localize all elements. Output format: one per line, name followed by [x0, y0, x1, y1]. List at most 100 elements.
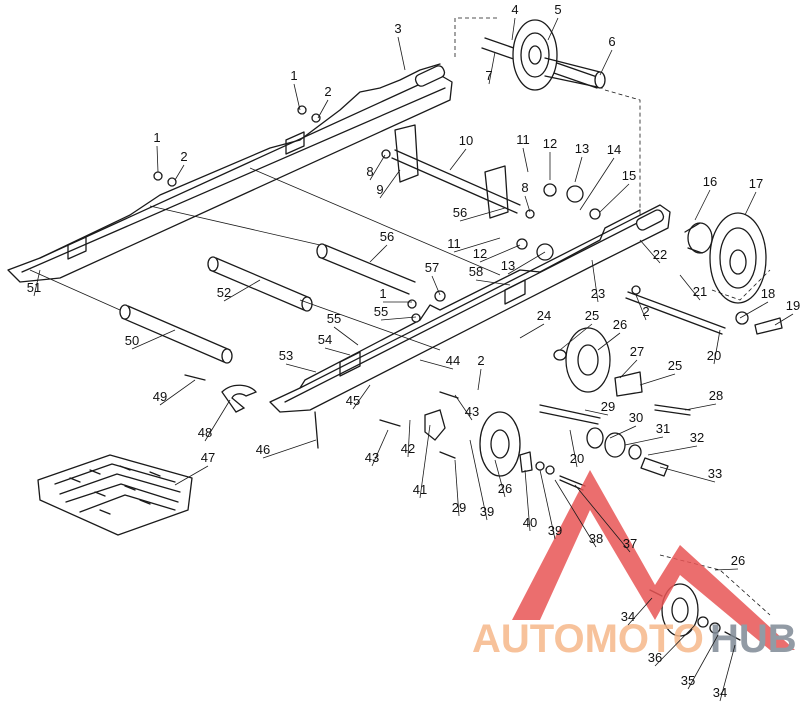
callout-c2b: 2 [174, 149, 188, 181]
callout-c16: 16 [694, 174, 717, 221]
idler-wheel-26-upper [539, 327, 691, 425]
callout-leader [333, 326, 359, 346]
callout-number: 40 [523, 515, 537, 530]
callout-number: 26 [731, 553, 745, 568]
callout-c38: 38 [554, 479, 603, 548]
callout-leader [574, 156, 583, 183]
callout-c24: 24 [519, 308, 551, 339]
idler-wheel-17 [709, 212, 771, 304]
callout-c2a: 2 [317, 84, 332, 119]
idler-wheel-26-lower [479, 411, 586, 491]
callout-leader [477, 368, 482, 391]
callout-number: 25 [585, 308, 599, 323]
callout-number: 56 [453, 205, 467, 220]
callout-number: 43 [465, 404, 479, 419]
callout-leader [453, 237, 501, 253]
callout-leader [419, 359, 454, 370]
callout-c34a: 34 [621, 597, 653, 626]
callout-number: 6 [608, 34, 615, 49]
callout-number: 49 [153, 389, 167, 404]
callout-leader [475, 279, 511, 286]
callout-number: 28 [709, 388, 723, 403]
callout-number: 27 [630, 344, 644, 359]
callout-c29b: 29 [452, 459, 466, 517]
callout-leader [223, 279, 261, 302]
callout-c51: 51 [27, 269, 41, 297]
callout-number: 34 [621, 609, 635, 624]
callout-leader [694, 189, 711, 221]
callout-c53: 53 [279, 348, 317, 373]
callout-c28: 28 [684, 388, 723, 411]
callout-number: 55 [374, 304, 388, 319]
cross-shaft-52 [207, 256, 313, 312]
callout-number: 31 [656, 421, 670, 436]
callout-number: 42 [401, 441, 415, 456]
callout-number: 38 [589, 531, 603, 546]
callout-c56b: 56 [369, 229, 394, 263]
callout-number: 19 [786, 298, 800, 313]
callout-number: 50 [125, 333, 139, 348]
callout-c29a: 29 [584, 399, 615, 416]
spacer-16 [684, 222, 713, 254]
callout-leader [131, 329, 176, 350]
callout-c15: 15 [599, 168, 636, 213]
callout-number: 16 [703, 174, 717, 189]
callout-c10: 10 [449, 133, 473, 171]
callout-c21: 21 [679, 274, 707, 301]
callout-c13b: 13 [501, 251, 546, 275]
callout-leader [639, 239, 661, 264]
callout-c12a: 12 [543, 136, 557, 180]
callout-c52: 52 [217, 279, 261, 302]
callout-number: 15 [622, 168, 636, 183]
callout-leader [317, 99, 329, 119]
callout-leader [159, 379, 196, 406]
callout-c23: 23 [591, 259, 605, 303]
callout-leader [719, 644, 736, 702]
callout-leader [369, 154, 386, 181]
callout-leader [654, 624, 696, 667]
callout-c1c: 1 [379, 286, 412, 303]
watermark-brand-part1: AUTOMOTO [472, 617, 704, 661]
callout-leader [599, 49, 613, 76]
callout-leader [379, 169, 401, 199]
callout-number: 4 [511, 2, 518, 17]
callout-leader [33, 269, 41, 297]
callout-number: 2 [477, 353, 484, 368]
callout-c55b: 55 [327, 311, 359, 346]
callout-leader [407, 419, 411, 458]
callout-number: 33 [708, 466, 722, 481]
callout-leader [739, 301, 769, 319]
callout-number: 21 [693, 284, 707, 299]
callout-leader [744, 191, 757, 216]
callout-leader [507, 251, 546, 275]
callout-c41: 41 [413, 424, 431, 499]
callout-number: 36 [648, 650, 662, 665]
callout-c45: 45 [346, 384, 371, 410]
callout-c47: 47 [174, 450, 215, 486]
callout-number: 23 [591, 286, 605, 301]
callout-c26a: 26 [597, 317, 627, 351]
callout-number: 10 [459, 133, 473, 148]
callout-c43a: 43 [454, 394, 479, 421]
callout-number: 35 [681, 673, 695, 688]
callout-c57: 57 [425, 260, 441, 296]
callout-leader [569, 429, 578, 468]
callout-c12b: 12 [473, 244, 521, 263]
callout-leader [369, 244, 388, 263]
callout-number: 30 [629, 410, 643, 425]
callout-leader [774, 313, 794, 326]
callout-leader [459, 207, 506, 222]
callout-number: 13 [575, 141, 589, 156]
callout-c35: 35 [681, 634, 719, 690]
callout-c39a: 39 [469, 439, 494, 521]
top-idler-assembly [481, 19, 606, 91]
callout-leader [714, 568, 739, 571]
callout-number: 29 [601, 399, 615, 414]
callout-leader [419, 424, 431, 499]
callout-leader [293, 83, 301, 111]
hardware-nuts [153, 105, 641, 323]
callout-c26b: 26 [494, 459, 512, 498]
bottom-wheel-assembly [649, 554, 771, 641]
callout-leader [469, 439, 488, 521]
callout-number: 20 [570, 451, 584, 466]
